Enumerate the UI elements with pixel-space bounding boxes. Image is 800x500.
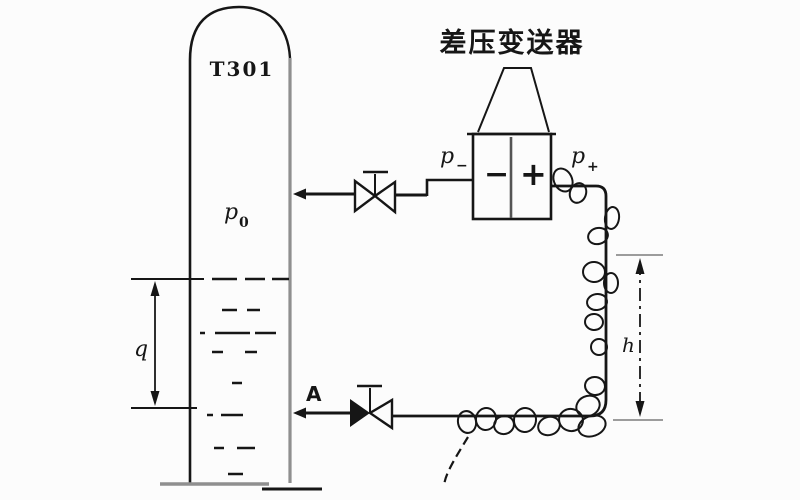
transmitter-title-label: 差压变送器 [440,27,585,59]
valve-icon [353,170,397,215]
tank-left-wall [188,5,240,483]
bottom-impulse-line [293,384,394,431]
capillary-loops [456,167,621,438]
tap-arrow-icon [293,407,306,419]
neg-port-sub: − [456,158,468,174]
tank-pressure-label: p 0 [224,200,249,231]
arrow-down-icon [150,391,160,406]
valve-right-wedge [372,179,397,215]
arrow-down-icon [635,401,645,417]
leader-squiggle [442,436,469,486]
tank-tag-label: T301 [210,57,275,81]
tank [160,5,322,491]
pos-port-sub: + [587,159,599,175]
neg-port-base: p [440,144,454,169]
dp-transmitter: − + [467,67,556,221]
arrow-up-icon [635,258,645,274]
valve-icon [350,384,394,431]
liquid-level-dashes [200,277,289,476]
pressure-base: p [224,200,238,225]
transmitter-body [471,132,553,221]
transmitter-neck [477,67,550,133]
pos-port-base: p [571,144,585,169]
capillary-main-run [392,184,608,418]
pos-chamber-sign: + [520,155,547,193]
level-dim-label: q [134,337,148,362]
top-impulse-line [293,170,473,215]
level-dimension [131,278,204,409]
tank-dome [238,5,292,59]
valve-right-wedge [367,397,394,431]
pipe-step-to-transmitter [425,178,473,196]
coiled-capillary [392,167,621,486]
valve-left-wedge [353,178,377,214]
neg-chamber-sign: − [484,157,509,192]
pos-port-label: p + [571,144,599,175]
elevation-dim-label: h [622,333,635,357]
tap-point-label: A [306,382,322,406]
elevation-dimension [613,254,663,421]
pressure-sub: 0 [239,215,249,231]
tap-arrow-icon [293,188,306,200]
valve-left-wedge [350,399,370,427]
neg-port-label: p − [440,144,468,174]
arrow-up-icon [150,281,160,296]
